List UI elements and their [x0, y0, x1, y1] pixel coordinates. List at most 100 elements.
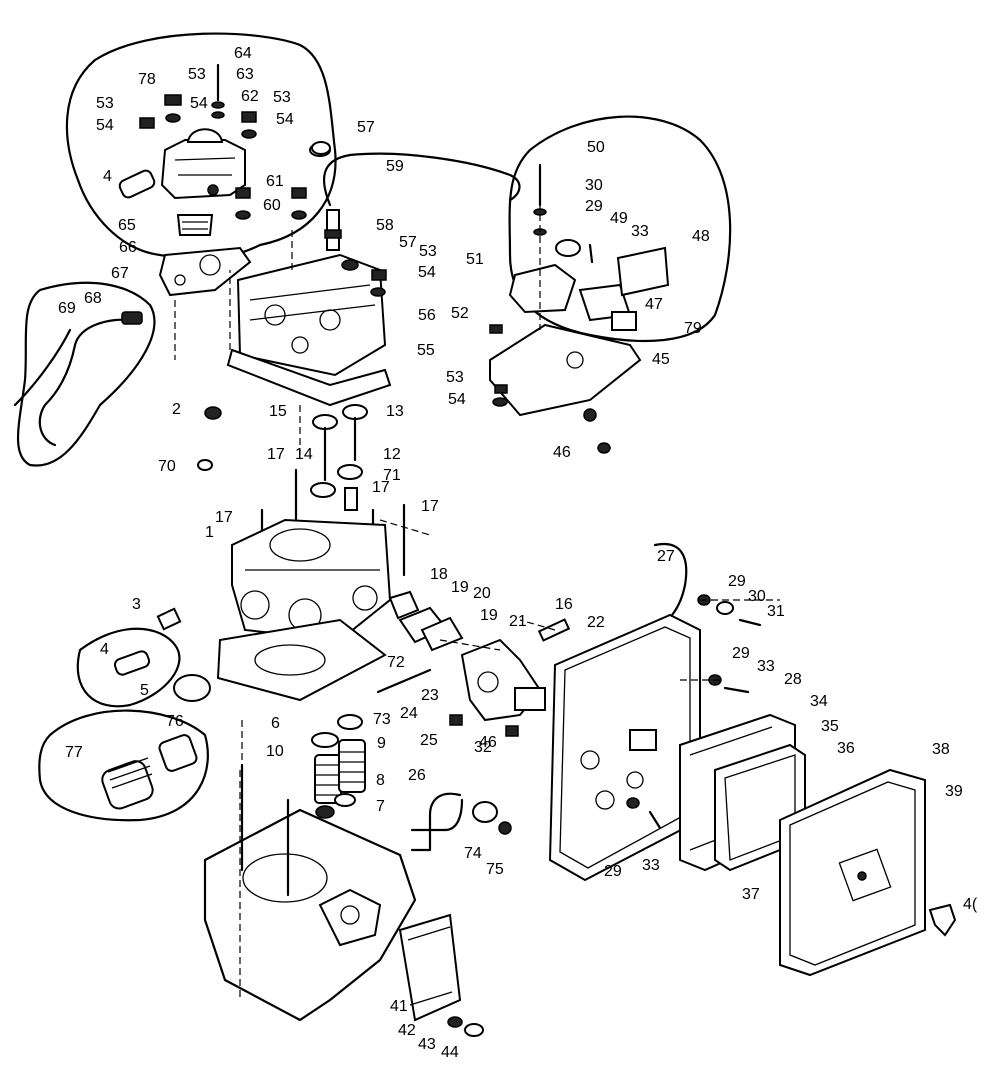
cylinder-head-cover: [236, 253, 387, 377]
part-label-16: 16: [555, 596, 573, 613]
part-label-35: 35: [821, 718, 839, 735]
part-label-22: 22: [587, 614, 605, 631]
part-label-57a: 57: [357, 119, 375, 136]
crankcase: [203, 770, 417, 1022]
valve-seat-2: [337, 464, 363, 480]
part-label-17a: 17: [267, 446, 285, 463]
part-label-44: 44: [441, 1044, 459, 1061]
part-label-20: 20: [473, 585, 491, 602]
part-label-54d: 54: [418, 264, 436, 281]
part-label-32: 32: [474, 739, 492, 756]
valve-springs: [314, 739, 366, 804]
part-label-5: 5: [140, 682, 149, 699]
part-label-53b: 53: [188, 66, 206, 83]
part-label-4a: 4: [103, 168, 112, 185]
part-label-63: 63: [236, 66, 254, 83]
part-label-17b: 17: [215, 509, 233, 526]
nut-washer-stack: [139, 63, 307, 220]
part-label-64: 64: [234, 45, 252, 62]
plug-2: [204, 406, 222, 420]
bolt-31-washers: [697, 594, 762, 694]
part-label-37: 37: [742, 886, 760, 903]
part-label-45: 45: [652, 351, 670, 368]
part-label-53a: 53: [96, 95, 114, 112]
washer-43: [447, 1016, 463, 1028]
part-label-69: 69: [58, 300, 76, 317]
part-label-53c: 53: [273, 89, 291, 106]
part-label-12: 12: [383, 446, 401, 463]
part-label-21: 21: [509, 613, 527, 630]
part-label-66: 66: [119, 239, 137, 256]
part-label-17d: 17: [421, 498, 439, 515]
part-label-59: 59: [386, 158, 404, 175]
head-cover-gasket: [226, 348, 392, 407]
part-label-47: 47: [645, 296, 663, 313]
part-label-38: 38: [932, 741, 950, 758]
part-label-6: 6: [271, 715, 280, 732]
part-label-29a: 29: [585, 198, 603, 215]
part-label-23: 23: [421, 687, 439, 704]
cylinder-base-gasket: [216, 618, 387, 702]
breather-group-outline: [508, 115, 732, 343]
part-label-71: 71: [383, 467, 401, 484]
part-label-54e: 54: [448, 391, 466, 408]
part-label-70: 70: [158, 458, 176, 475]
fitting-74: [472, 801, 498, 823]
part-label-60: 60: [263, 197, 281, 214]
part-label-53d: 53: [419, 243, 437, 260]
part-label-67: 67: [111, 265, 129, 282]
part-label-72: 72: [387, 654, 405, 671]
spark-plug: [324, 209, 342, 251]
part-label-46b: 46: [553, 444, 571, 461]
plug-bubble: [76, 627, 181, 708]
throttle-link: [376, 668, 432, 694]
part-label-8: 8: [376, 772, 385, 789]
part-labels: 1 2 3 4 4 5 6 7 8 9 10 12 13 14 15 16 17…: [58, 45, 978, 1061]
cylinder-block: [231, 518, 392, 642]
thermostat-housing: [160, 128, 246, 200]
piston-sleeve: [158, 734, 198, 772]
part-label-27: 27: [657, 548, 675, 565]
bypass-tube-outline: [17, 281, 156, 467]
bypass-tube: [38, 318, 132, 447]
part-label-31: 31: [767, 603, 785, 620]
temp-sender: [156, 607, 182, 631]
part-label-2: 2: [172, 401, 181, 418]
bolt-33-lower: [626, 797, 662, 830]
fuel-hose: [410, 792, 464, 852]
part-label-17c: 17: [372, 479, 390, 496]
part-label-30b: 30: [748, 588, 766, 605]
part-label-28: 28: [784, 671, 802, 688]
part-label-24: 24: [400, 705, 418, 722]
plug-4: [113, 650, 151, 676]
part-label-68: 68: [84, 290, 102, 307]
part-label-50: 50: [587, 139, 605, 156]
nut-46: [505, 725, 519, 737]
part-label-1: 1: [205, 524, 214, 541]
part-label-30a: 30: [585, 177, 603, 194]
part-label-56: 56: [418, 307, 436, 324]
part-label-54b: 54: [190, 95, 208, 112]
part-label-29c: 29: [732, 645, 750, 662]
valve-seat-1: [310, 482, 336, 498]
air-cleaner-base: [548, 613, 701, 882]
part-label-73: 73: [373, 711, 391, 728]
o-ring-5: [173, 674, 211, 702]
part-label-19b: 19: [480, 607, 498, 624]
part-label-18: 18: [430, 566, 448, 583]
part-label-4b: 4: [100, 641, 109, 658]
part-label-62: 62: [241, 88, 259, 105]
part-label-33a: 33: [631, 223, 649, 240]
part-label-48: 48: [692, 228, 710, 245]
part-label-14: 14: [295, 446, 313, 463]
side-cover: [398, 913, 462, 1022]
valve-guide: [344, 487, 358, 511]
part-label-34: 34: [810, 693, 828, 710]
part-label-46a: 46: [479, 734, 497, 751]
guide-lines: [174, 170, 780, 760]
part-label-65: 65: [118, 217, 136, 234]
part-label-49: 49: [610, 210, 628, 227]
breather-body: [508, 239, 670, 331]
thermostat: [176, 214, 214, 236]
